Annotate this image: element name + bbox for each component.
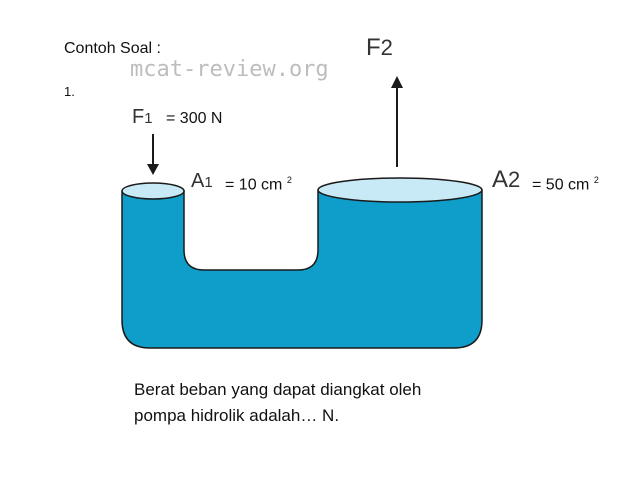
watermark: mcat-review.org <box>130 57 329 82</box>
small-piston-surface <box>121 182 185 200</box>
question-line-1: Berat beban yang dapat diangkat oleh <box>134 380 422 399</box>
question-number: 1. <box>64 84 75 99</box>
f1-symbol: F <box>132 106 145 128</box>
a1-exponent: 2 <box>286 175 292 185</box>
a1-symbol: A <box>191 170 205 192</box>
a2-label: A2 <box>492 166 520 194</box>
a1-subscript: 1 <box>204 174 213 191</box>
f1-arrow <box>147 134 159 175</box>
f2-symbol: F <box>366 34 381 61</box>
a2-value-text: = 50 cm <box>532 176 590 194</box>
a1-value-text: = 10 cm <box>225 176 283 194</box>
a1-value: = 10 cm 2 <box>225 175 292 194</box>
f2-arrow <box>391 76 403 167</box>
f1-label: F1 <box>132 106 153 129</box>
heading: Contoh Soal : <box>64 40 161 57</box>
f1-subscript: 1 <box>144 110 153 127</box>
a1-label: A1 <box>191 170 213 193</box>
a2-symbol: A <box>492 166 509 193</box>
large-piston-surface <box>317 177 483 203</box>
question-text: Berat beban yang dapat diangkat oleh pom… <box>134 377 494 429</box>
a2-subscript: 2 <box>508 167 521 192</box>
f2-label: F2 <box>366 34 393 62</box>
question-line-2: pompa hidrolik adalah… N. <box>134 406 340 425</box>
f2-subscript: 2 <box>380 35 393 60</box>
hydraulic-vessel <box>121 189 483 349</box>
a2-exponent: 2 <box>593 175 599 185</box>
a2-value: = 50 cm 2 <box>532 175 599 194</box>
f1-value: = 300 N <box>166 110 223 127</box>
